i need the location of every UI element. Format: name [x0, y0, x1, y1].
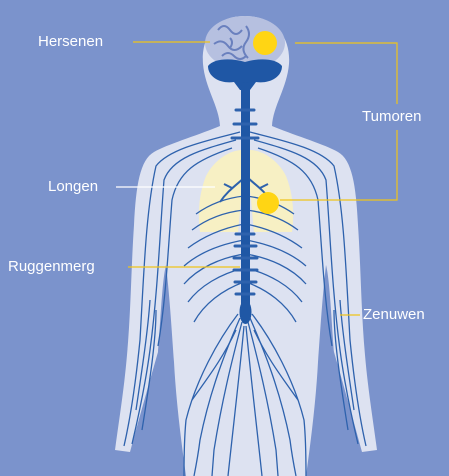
label-zenuwen: Zenuwen — [363, 306, 425, 324]
leader-tumoren-brain — [295, 43, 397, 104]
label-hersenen: Hersenen — [38, 33, 103, 51]
tumor-brain — [253, 31, 277, 55]
label-ruggenmerg: Ruggenmerg — [8, 258, 95, 276]
spinal-cord-end — [240, 300, 252, 324]
spinal-cord — [241, 82, 250, 308]
tumor-lung — [257, 192, 279, 214]
label-longen: Longen — [48, 178, 98, 196]
label-tumoren: Tumoren — [362, 108, 421, 126]
